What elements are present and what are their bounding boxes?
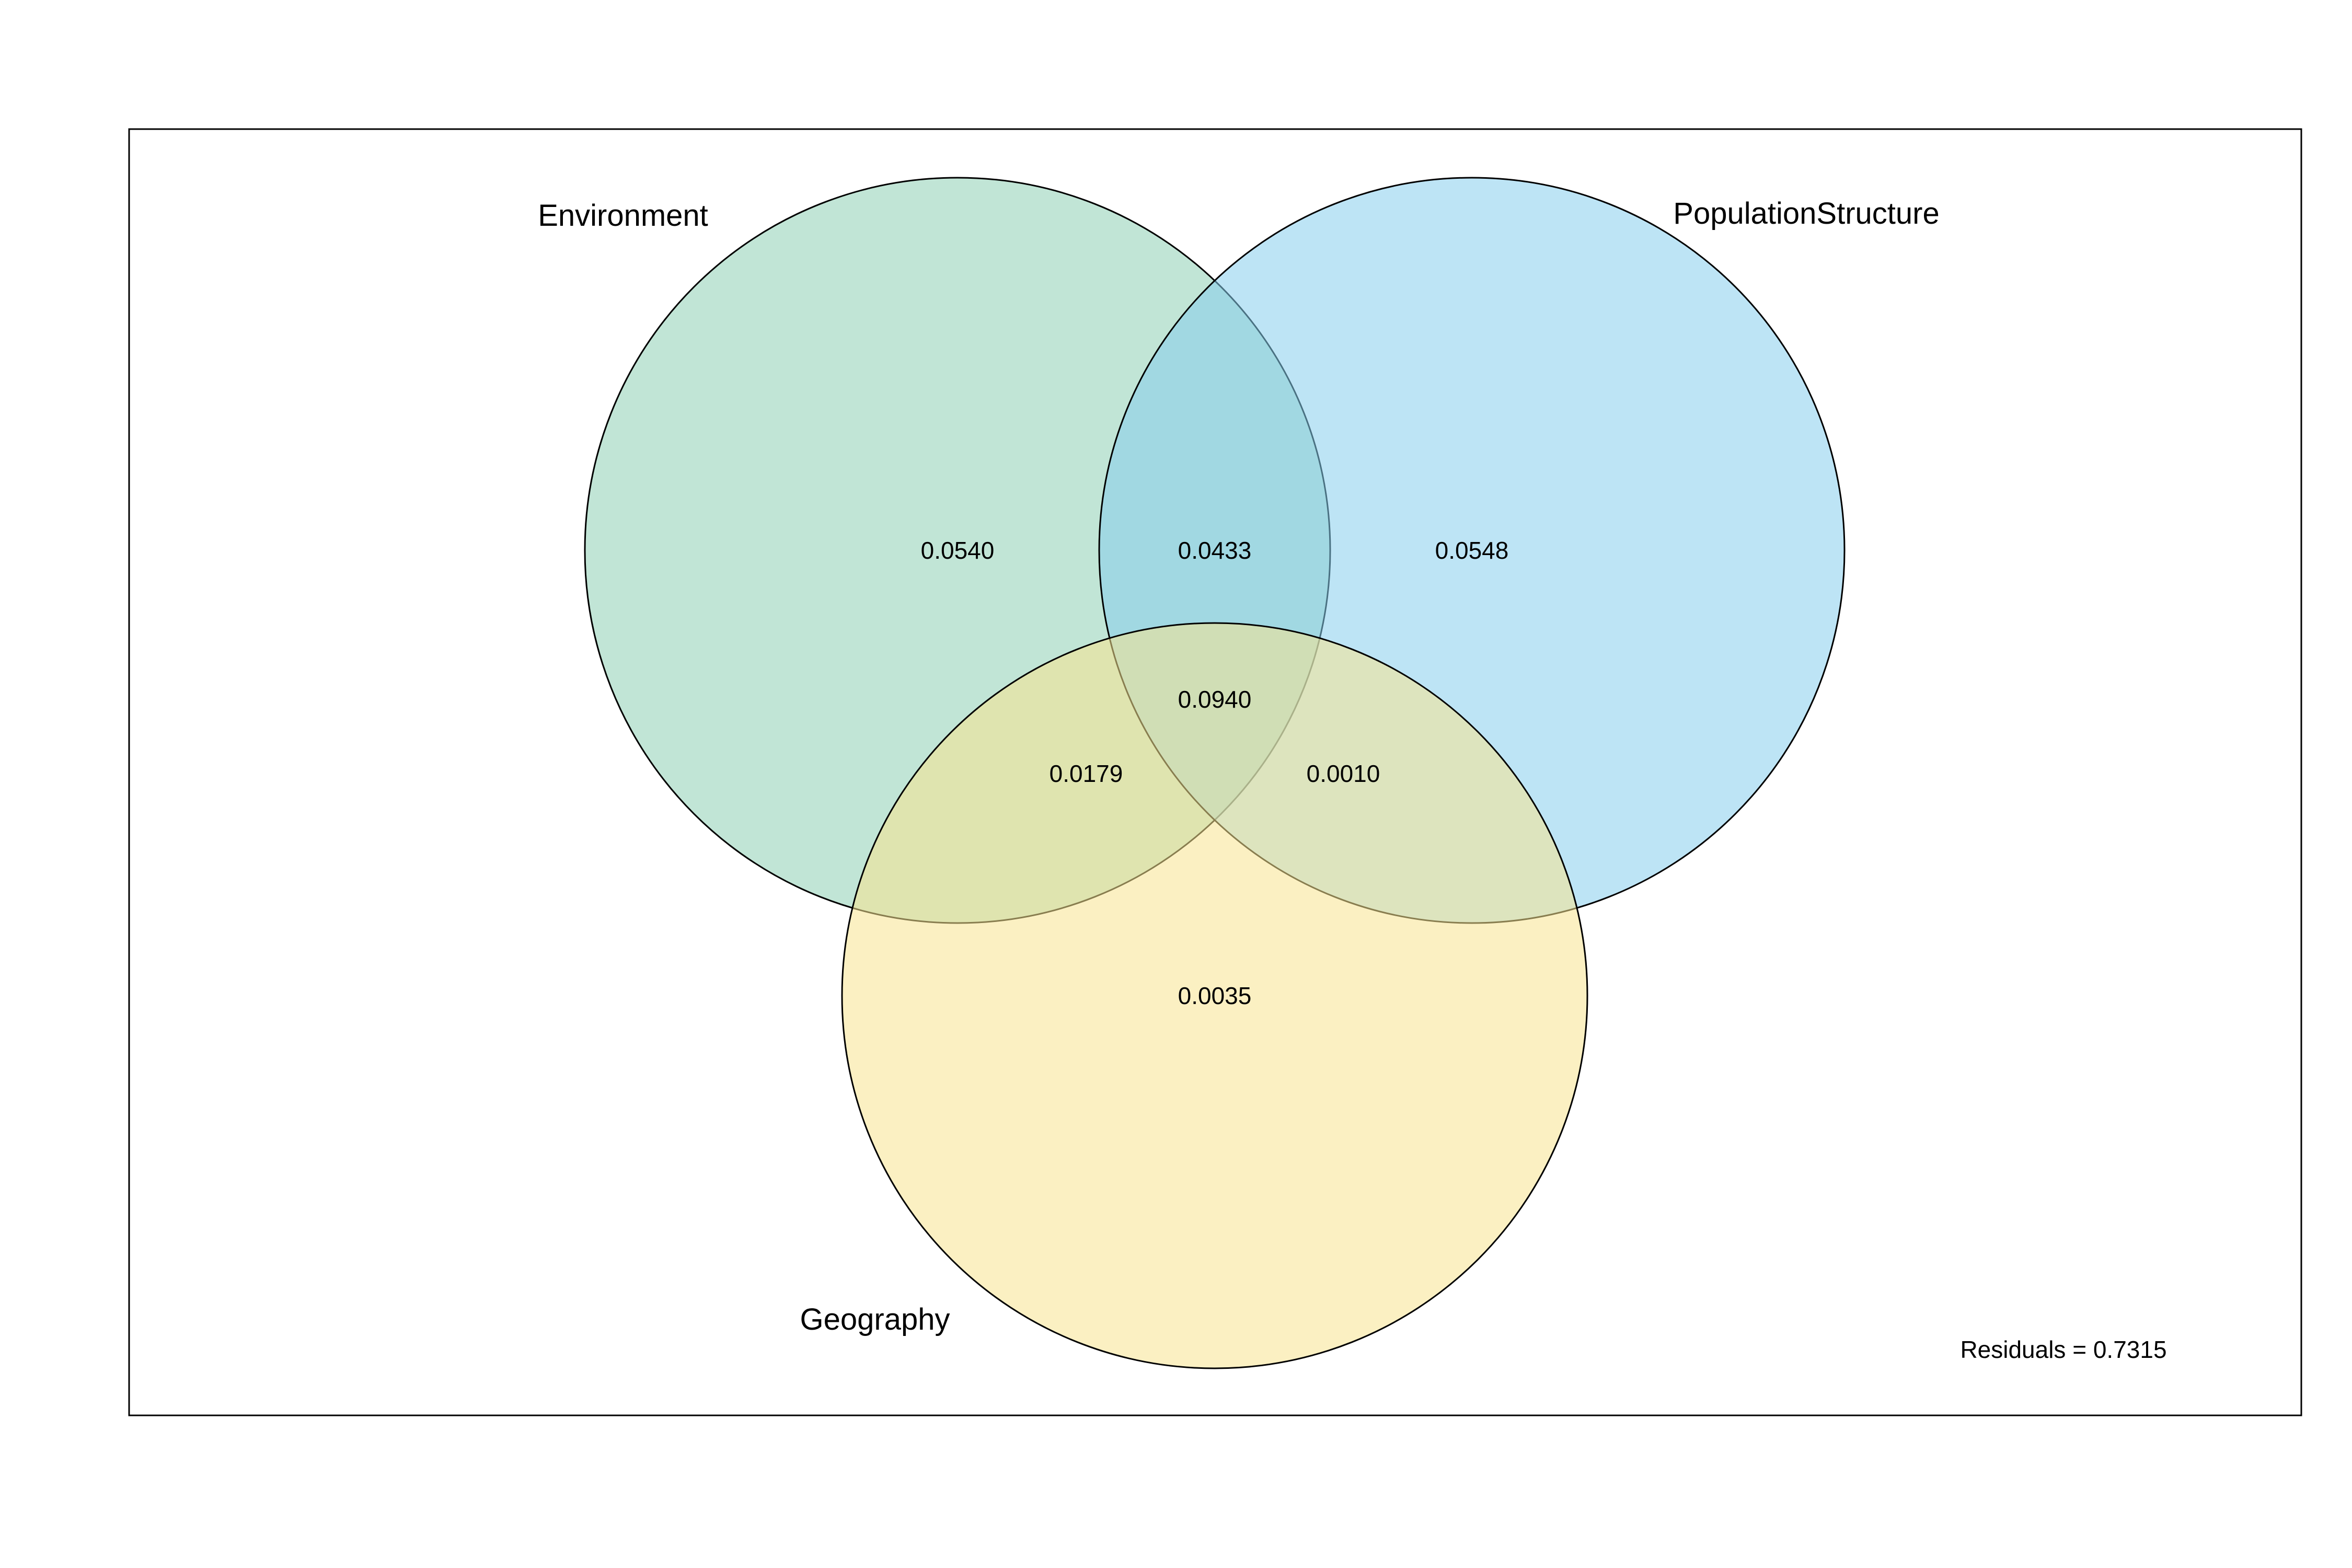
region-value-populationstructure-only: 0.0548 xyxy=(1435,537,1509,564)
region-value-geography-only: 0.0035 xyxy=(1178,982,1252,1009)
region-value-environment-only: 0.0540 xyxy=(921,537,995,564)
region-value-environment-geography: 0.0179 xyxy=(1050,760,1123,787)
set-label-geography: Geography xyxy=(800,1302,950,1336)
region-value-populationstructure-geography: 0.0010 xyxy=(1307,760,1380,787)
plot-frame xyxy=(128,128,2302,1416)
region-value-all-three: 0.0940 xyxy=(1178,686,1252,713)
circle-geography xyxy=(841,622,1588,1369)
set-label-populationstructure: PopulationStructure xyxy=(1673,197,1939,230)
residuals-label: Residuals = 0.7315 xyxy=(1960,1336,2166,1363)
set-label-environment: Environment xyxy=(538,199,708,233)
region-value-environment-populationstructure: 0.0433 xyxy=(1178,537,1252,564)
